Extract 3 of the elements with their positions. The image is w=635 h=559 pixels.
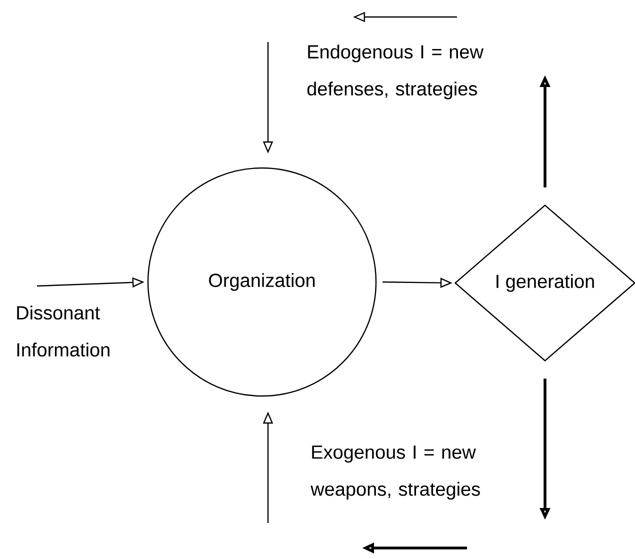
annotation-text: Endogenous I = new defenses, strategies: [307, 44, 484, 100]
annotation-text: Exogenous I = new weapons, strategies: [310, 446, 480, 500]
node-text: Dissonant Information: [17, 306, 110, 357]
